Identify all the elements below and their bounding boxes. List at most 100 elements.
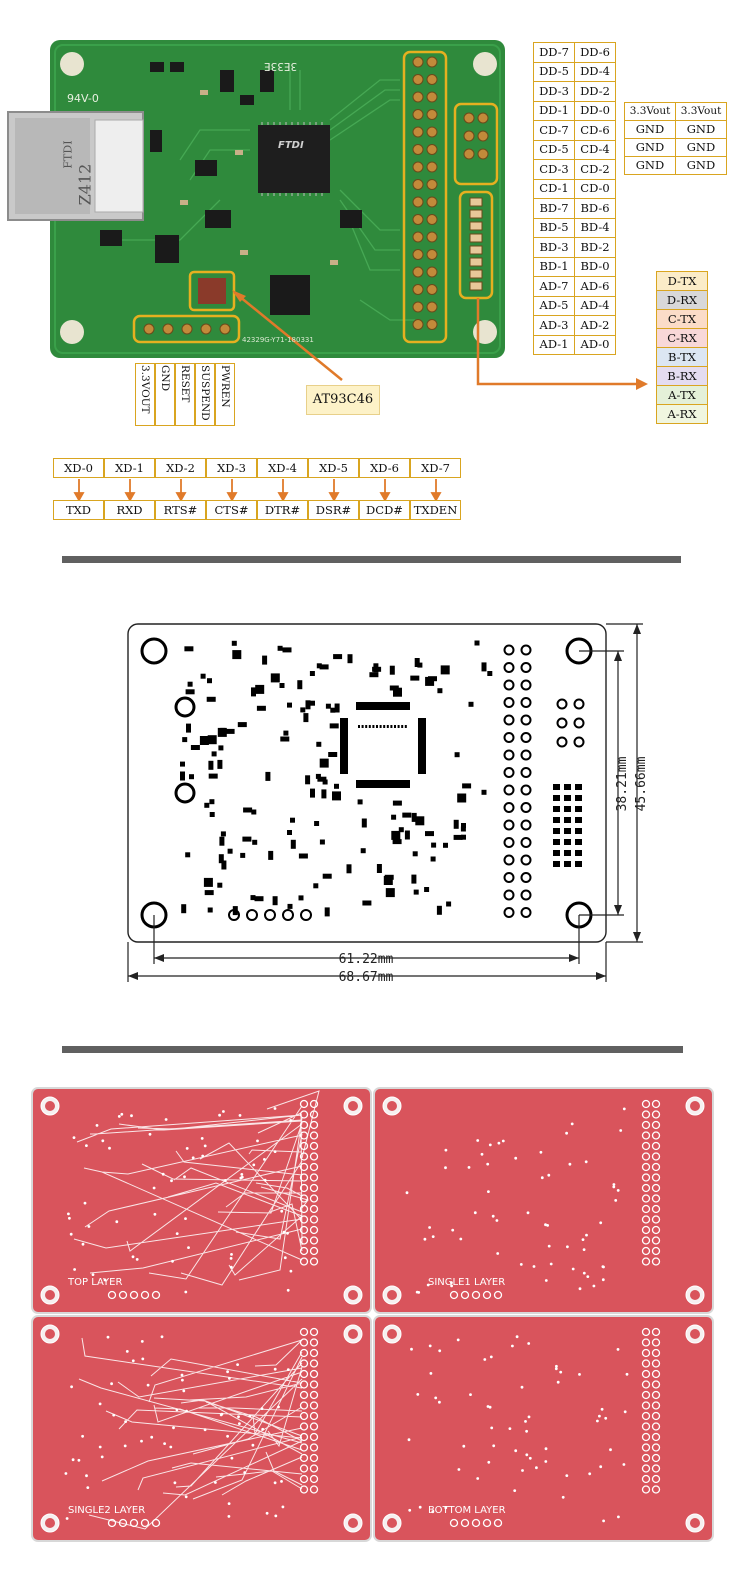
via-dot — [487, 1190, 490, 1193]
via — [651, 1327, 661, 1337]
via-dot — [476, 1477, 480, 1480]
smd-pad — [413, 889, 419, 895]
smd-pad — [398, 827, 404, 833]
smd-pad — [424, 887, 430, 892]
smd-pad — [305, 775, 311, 785]
via-dot — [228, 1377, 231, 1380]
via-dot — [140, 1439, 143, 1443]
via-dot — [101, 1139, 105, 1143]
via-dot — [467, 1166, 471, 1169]
smd-pad — [221, 860, 227, 870]
via — [651, 1485, 661, 1494]
via — [151, 1290, 161, 1300]
smd-pad — [279, 683, 285, 688]
header-hole — [246, 909, 258, 921]
pin-label: BD-2 — [574, 237, 616, 258]
smd-pad — [383, 876, 393, 885]
smd-pad — [361, 818, 367, 828]
header-pin — [412, 284, 424, 295]
via-dot — [556, 1380, 560, 1384]
via — [299, 1327, 309, 1337]
via-dot — [578, 1287, 582, 1291]
via-dot — [184, 1290, 188, 1294]
via — [651, 1380, 661, 1389]
through-hole — [573, 736, 585, 748]
via — [309, 1401, 319, 1410]
via — [641, 1464, 651, 1473]
xd-function-label: CTS# — [206, 500, 257, 520]
via-dot — [286, 1368, 290, 1371]
via-dot — [170, 1179, 173, 1183]
via — [299, 1099, 309, 1109]
smd-pad — [283, 730, 289, 736]
dim-outer-height: 45.66mm — [634, 756, 649, 811]
via-dot — [86, 1486, 90, 1489]
pin-label: BD-0 — [574, 256, 616, 277]
via — [651, 1432, 661, 1442]
through-hole — [520, 644, 532, 656]
layer-label: SINGLE2 LAYER — [68, 1505, 145, 1516]
via-dot — [501, 1139, 505, 1143]
via — [641, 1204, 651, 1214]
smd-pad — [180, 761, 185, 767]
bottom-header-pin — [143, 323, 155, 335]
through-hole — [503, 819, 515, 831]
smd-pad — [553, 861, 560, 867]
via-dot — [171, 1259, 174, 1263]
header-hole — [264, 909, 276, 921]
via-dot — [515, 1335, 519, 1339]
header-pin — [426, 284, 438, 295]
pin-label: AD-4 — [574, 295, 616, 316]
header-pin — [412, 231, 424, 243]
via-dot — [554, 1367, 558, 1371]
via-dot — [555, 1364, 558, 1368]
smd-pad — [410, 675, 420, 681]
via-dot — [251, 1443, 255, 1447]
via — [299, 1485, 309, 1494]
via-dot — [496, 1252, 500, 1255]
pin-label: DD-7 — [533, 42, 575, 63]
smd-pad — [254, 896, 264, 902]
via-dot — [491, 1214, 495, 1218]
via-dot — [438, 1349, 442, 1353]
via-dot — [434, 1396, 438, 1400]
smd-pad — [425, 831, 434, 837]
through-hole — [503, 907, 515, 918]
via-dot — [547, 1244, 551, 1248]
dim-inner-width: 61.22mm — [339, 952, 394, 967]
via-dot — [600, 1407, 604, 1411]
smd-pad — [393, 687, 402, 697]
via-dot — [227, 1515, 231, 1518]
header-pin — [426, 266, 438, 278]
header-pin — [412, 161, 424, 173]
via — [651, 1401, 661, 1410]
via — [651, 1369, 661, 1379]
smd-pad — [553, 795, 560, 801]
via — [651, 1236, 661, 1245]
smd-pad — [369, 672, 379, 678]
via — [641, 1369, 651, 1379]
smd-pad — [461, 834, 466, 840]
pin-label: DD-3 — [533, 81, 575, 102]
via — [107, 1518, 117, 1528]
via-dot — [236, 1363, 240, 1366]
via-dot — [131, 1255, 135, 1259]
via — [299, 1443, 309, 1452]
via — [299, 1152, 309, 1161]
via — [641, 1225, 651, 1235]
section-divider-1 — [62, 556, 681, 563]
via — [460, 1518, 470, 1528]
via-dot — [261, 1427, 265, 1431]
mount-hole-inner — [45, 1101, 55, 1111]
smd-pad — [303, 713, 309, 723]
power-pin-label: 3.3Vout — [675, 102, 727, 121]
via-dot — [598, 1414, 601, 1418]
smd-pad — [411, 874, 417, 884]
header-pin — [412, 249, 424, 260]
xd-arrowhead — [277, 492, 289, 502]
